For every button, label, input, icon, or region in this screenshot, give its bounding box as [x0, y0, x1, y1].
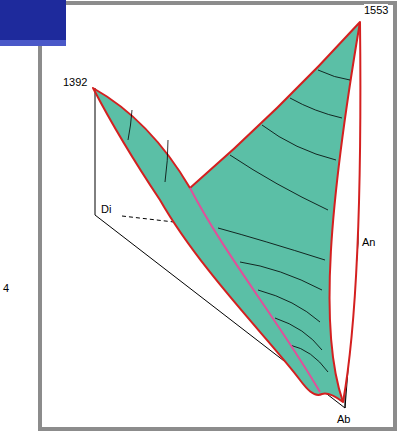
isotherms	[128, 70, 350, 372]
header-bar	[0, 40, 66, 46]
frame	[40, 3, 395, 429]
header-bar	[0, 0, 66, 46]
axis-label: An	[362, 236, 375, 249]
axis-label: 1392	[63, 76, 87, 89]
axis-label: 1553	[364, 4, 388, 17]
liquidus-surface	[93, 22, 360, 402]
solidus-curve	[343, 22, 360, 402]
axis-label: Di	[101, 203, 111, 216]
axis-label: Ab	[337, 413, 350, 426]
page-number: 4	[3, 282, 9, 295]
cotectic-curve	[190, 188, 320, 392]
